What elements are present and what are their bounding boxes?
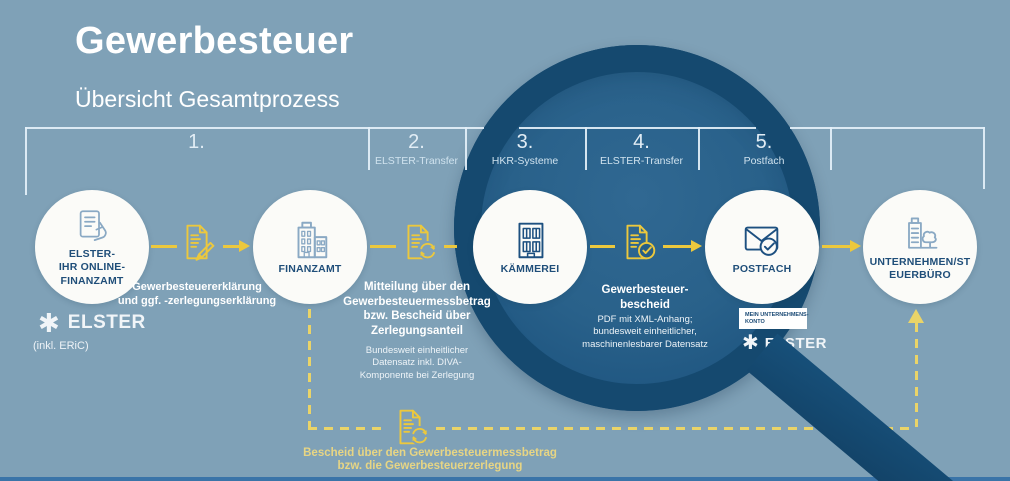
arrow-declaration-head [239,240,250,252]
node-label: FINANZAMT [278,263,342,276]
node-label: ELSTER- IHR ONLINE- FINANZAMT [58,248,126,287]
elster-logo: ✱ ELSTER [38,310,146,336]
node-elster-online-finanzamt: ELSTER- IHR ONLINE- FINANZAMT [35,190,149,304]
return-path-arrow-head [908,309,924,323]
step-number: 1. [188,131,205,153]
node-label: POSTFACH [732,263,792,276]
node-unternehmen-steuerbuero: UNTERNEHMEN/ST EUERBÜRO [863,190,977,304]
unternehmenskonto-logo: MEIN UNTERNEHMENS- KONTO [739,308,809,329]
timeline-bracket-tick [830,127,832,170]
elster-star-icon: ✱ [742,332,759,354]
timeline-bracket-tick [983,127,985,189]
timeline-bracket-line [25,127,484,129]
step-number: 2. [408,131,425,153]
bottom-accent-bar [0,477,1010,481]
step-number: 3. [516,131,534,153]
return-path-segment [308,309,311,428]
timeline-bracket-line [519,127,756,129]
timeline-bracket-tick [698,127,700,170]
office-building-icon [518,223,544,259]
node-label: KÄMMEREI [500,263,560,276]
arrow-delivery-head [850,240,861,252]
arrow-bescheid-head [691,240,702,252]
elster-eric-note: (inkl. ERiC) [33,340,89,352]
arrow-bescheid-line [663,245,691,248]
step-number: 4. [633,131,650,153]
edge-bescheid-label: Gewerbesteuer- bescheid [601,284,689,311]
arrow-messbetrag-line [370,245,396,248]
step-label: ELSTER-Transfer [374,155,459,167]
document-pencil-icon [186,224,215,261]
edge-messbetrag-label: Mitteilung über den Gewerbesteuermessbet… [343,281,491,338]
document-check-icon [626,224,656,260]
company-tree-icon [908,217,938,249]
page-subtitle: Übersicht Gesamtprozess [75,86,340,112]
timeline-bracket-tick [585,127,587,170]
edge-messbetrag-note: Bundesweit einheitlicher Datensatz inkl.… [359,345,475,381]
tablet-hand-icon [79,210,107,242]
node-finanzamt: FINANZAMT [253,190,367,304]
step-3: 3. HKR-Systeme [465,131,585,167]
return-path-segment [436,427,916,430]
node-postfach: POSTFACH [705,190,819,304]
arrow-delivery-line [822,245,850,248]
timeline-bracket-tick [368,127,370,170]
step-label: ELSTER-Transfer [599,155,684,167]
edge-declaration-label: Gewerbesteuererklärung und ggf. -zerlegu… [117,281,277,308]
step-4: 4. ELSTER-Transfer [585,131,698,167]
edge-bescheid-note: PDF mit XML-Anhang; bundesweit einheitli… [582,314,708,350]
unternehmenskonto-label: MEIN UNTERNEHMENS- KONTO [745,311,809,325]
arrow-declaration-line [151,245,177,248]
step-label: HKR-Systeme [491,155,559,167]
arrow-bescheid-line [590,245,615,248]
elster-star-icon: ✱ [38,308,60,338]
return-path-label: Bescheid über den Gewerbesteuermessbetra… [303,447,557,473]
node-label: UNTERNEHMEN/ST EUERBÜRO [869,255,971,281]
document-sync-icon [399,409,430,446]
page-title: Gewerbesteuer [75,20,354,62]
document-sync-icon [407,224,438,261]
timeline-bracket-line [790,127,985,129]
step-label: Postfach [743,155,785,167]
government-building-icon [297,222,328,259]
node-kaemmerei: KÄMMEREI [473,190,587,304]
arrow-declaration-line [223,245,239,248]
step-1: 1. [25,131,368,153]
step-5: 5. Postfach [698,131,830,167]
timeline-bracket-tick [25,127,27,195]
elster-wordmark: ELSTER [67,312,146,333]
step-2: 2. ELSTER-Transfer [368,131,465,167]
envelope-check-icon [744,227,779,257]
arrow-messbetrag-line [444,245,457,248]
return-path-segment [308,427,388,430]
timeline-bracket-tick [465,127,467,170]
step-number: 5. [755,131,773,153]
return-path-segment [915,323,918,427]
